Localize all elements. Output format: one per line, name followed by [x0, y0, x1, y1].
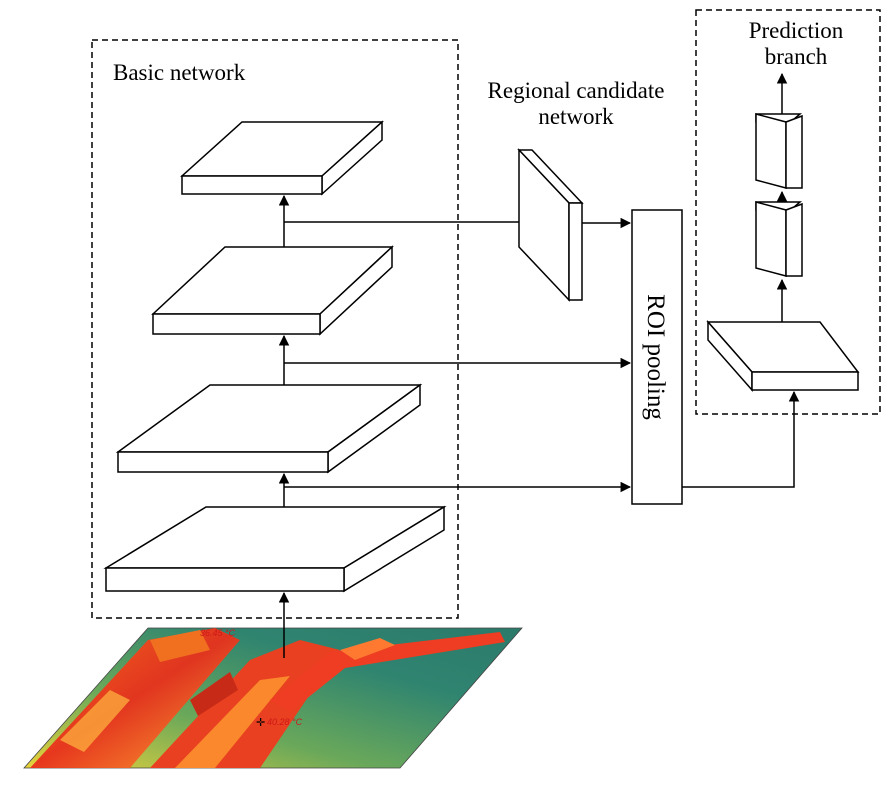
- connector-arrows: [284, 216, 800, 493]
- prediction-branch-box: [695, 9, 881, 415]
- prediction-fc-block-1: [755, 201, 803, 277]
- prediction-base-layer: [706, 320, 860, 392]
- prediction-branch-label-line2: branch: [765, 44, 828, 69]
- prediction-fc-block-2: [755, 113, 803, 189]
- basic-layer-4: [180, 120, 384, 196]
- thermal-crosshair: ✛: [256, 717, 265, 729]
- roi-pooling-label: ROI pooling: [642, 294, 669, 420]
- thermal-temperature-top: 36.45 °C: [200, 628, 236, 638]
- prediction-branch-label-line1: Prediction: [749, 18, 844, 43]
- regional-candidate-label-line1: Regional candidate: [488, 78, 665, 103]
- roi-pooling-block: [631, 209, 683, 505]
- basic-layer-1: [103, 505, 447, 593]
- regional-candidate-label-line2: network: [538, 104, 614, 129]
- thermal-input-image: 36.45 °C 40.28 °C ✛: [23, 627, 523, 769]
- regional-candidate-block: [517, 148, 584, 302]
- basic-layer-3: [151, 245, 394, 336]
- basic-layer-2: [115, 383, 423, 474]
- basic-network-label: Basic network: [113, 60, 246, 85]
- thermal-temperature-marker: 40.28 °C: [267, 717, 303, 727]
- basic-network-box: [91, 39, 459, 619]
